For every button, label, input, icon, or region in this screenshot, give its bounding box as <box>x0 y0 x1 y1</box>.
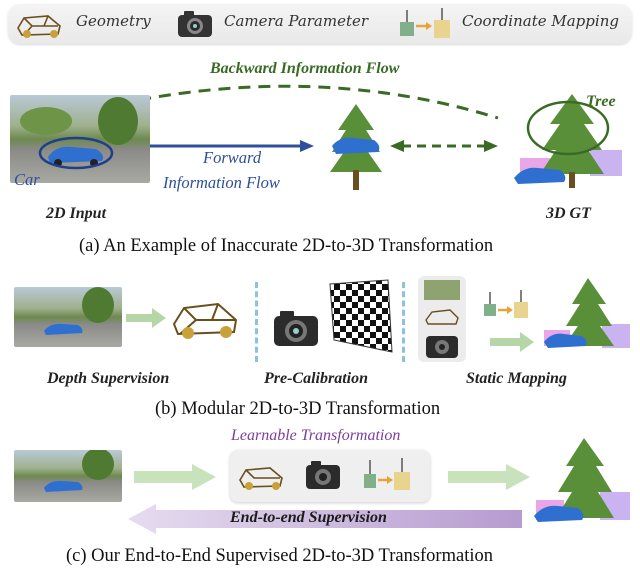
input-label: 2D Input <box>46 205 107 222</box>
calib-camera-icon <box>274 311 318 346</box>
caption-a: (a) An Example of Inaccurate 2D-to-3D Tr… <box>79 236 494 256</box>
step-calibration: Pre-Calibration <box>264 370 369 387</box>
checkerboard <box>329 279 393 353</box>
legend-geometry: Geometry <box>76 12 151 30</box>
c-input-scene <box>44 450 114 492</box>
mapping-icon <box>400 8 450 38</box>
e2e-label: End-to-end Supervision <box>230 509 387 526</box>
forward-flow-line2: Information Flow <box>163 173 280 192</box>
forward-flow-line1: Forward <box>203 148 262 167</box>
learn-camera-icon <box>306 461 340 489</box>
input-scene <box>20 97 138 170</box>
divider-1 <box>255 282 258 362</box>
arrow-c2 <box>448 464 530 490</box>
camera-icon <box>178 11 212 37</box>
depth-input-scene <box>44 287 114 335</box>
static-stack-icons <box>424 280 460 358</box>
arrow-c1 <box>134 464 216 490</box>
c-gt-scene <box>534 438 630 522</box>
step-depth: Depth Supervision <box>47 370 170 387</box>
learn-mapping-icon <box>364 458 410 490</box>
legend-bar <box>8 4 632 44</box>
car-label: Car <box>14 170 40 189</box>
caption-c: (c) Our End-to-End Supervised 2D-to-3D T… <box>66 546 493 566</box>
step-static: Static Mapping <box>466 370 567 387</box>
car-wireframe-icon <box>17 15 61 38</box>
arrow-b2 <box>490 332 534 352</box>
tree-car-3d <box>330 104 382 190</box>
learnable-label: Learnable Transformation <box>231 427 401 444</box>
legend-camera: Camera Parameter <box>224 12 369 30</box>
caption-b: (b) Modular 2D-to-3D Transformation <box>155 399 441 419</box>
static-mapping-icon <box>484 290 528 318</box>
learn-car-icon <box>239 467 283 490</box>
divider-2 <box>402 282 405 362</box>
legend-mapping: Coordinate Mapping <box>462 12 619 30</box>
gt-label: 3D GT <box>546 205 591 222</box>
e2e-arrow <box>128 504 522 534</box>
gt-scene <box>514 94 622 188</box>
tree-label: Tree <box>586 93 616 110</box>
backward-flow-label: Backward Information Flow <box>210 60 400 77</box>
arrow-b1 <box>126 308 166 328</box>
car-wireframe <box>172 302 238 339</box>
static-gt-scene <box>544 278 630 348</box>
